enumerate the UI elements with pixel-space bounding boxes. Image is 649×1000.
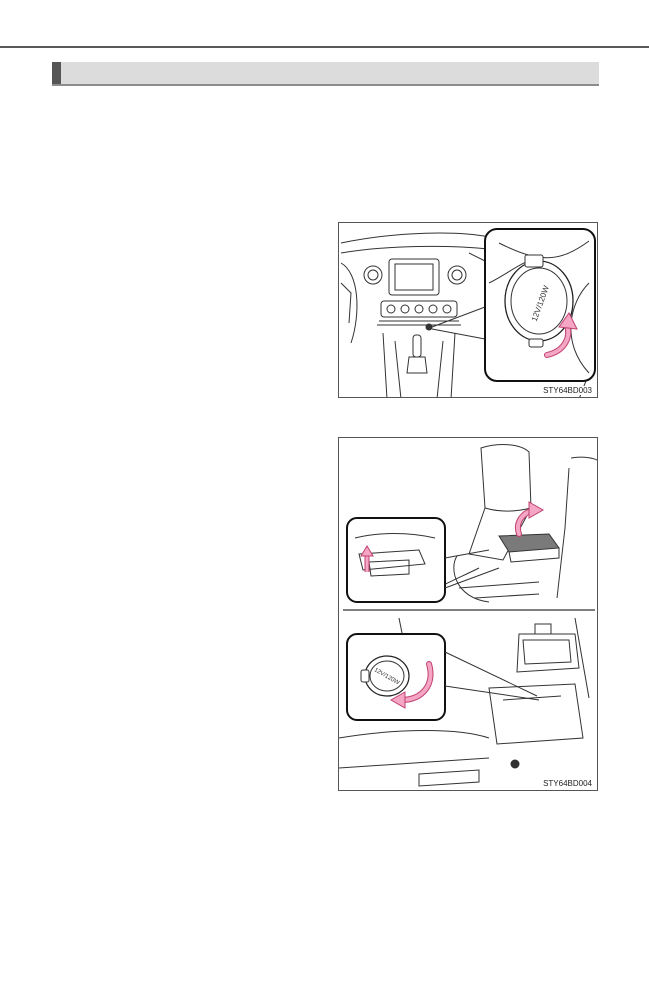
- console-box-illustration: 12V/120W: [339, 444, 597, 787]
- figure-code-1: STY64BD003: [542, 386, 593, 395]
- front-console-illustration: 12V/120W: [340, 228, 596, 397]
- figure-code-2: STY64BD004: [542, 779, 593, 788]
- figure-front-outlet: 12V/120W STY64BD003: [338, 222, 598, 398]
- inset-frame-upper: [346, 517, 446, 603]
- section-marker: [52, 62, 61, 84]
- figure-console-outlet: 12V/120W STY64BD004: [338, 437, 598, 791]
- section-header-bar: [52, 62, 599, 86]
- top-rule: [0, 46, 649, 48]
